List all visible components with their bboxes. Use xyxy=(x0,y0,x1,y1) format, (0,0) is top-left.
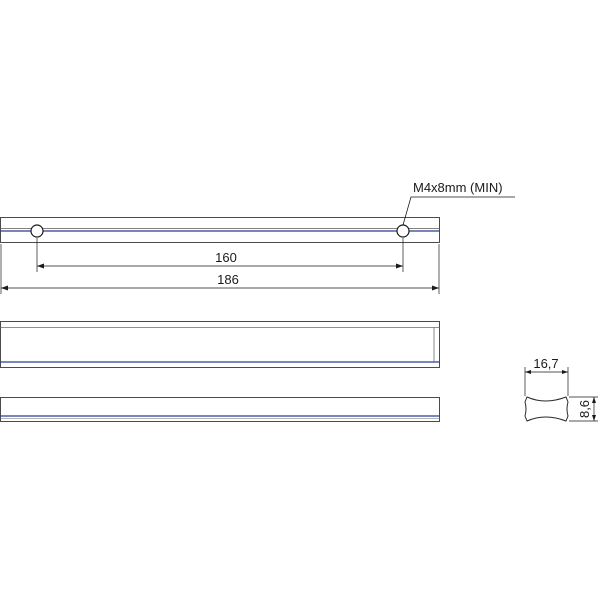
hole-spec-label: M4x8mm (MIN) xyxy=(413,180,503,195)
arrow-left-profile-width xyxy=(525,370,531,374)
arrow-right-160 xyxy=(396,263,403,269)
top-view: M4x8mm (MIN) xyxy=(0,180,515,243)
arrow-left-186 xyxy=(1,285,8,291)
arrow-top-profile-height xyxy=(592,397,596,403)
arrow-right-186 xyxy=(432,285,439,291)
arrow-bottom-profile-height xyxy=(592,415,596,421)
profile-width-label: 16,7 xyxy=(533,356,558,371)
top-view-body xyxy=(0,217,440,243)
bottom-view xyxy=(0,397,440,422)
dimension-hole-spacing: 160 xyxy=(36,238,404,272)
profile-height-label: 8,6 xyxy=(577,400,592,418)
hole-spec-leader xyxy=(402,196,515,226)
dimension-overall-length: 186 xyxy=(0,244,440,294)
bottom-view-body xyxy=(0,397,440,422)
profile-view: 16,7 8,6 xyxy=(524,356,598,422)
hole-spacing-label: 160 xyxy=(215,250,237,265)
mount-hole-left xyxy=(30,224,44,238)
front-view xyxy=(0,321,440,368)
arrow-left-160 xyxy=(37,263,44,269)
mount-hole-right xyxy=(396,224,410,238)
profile-outline xyxy=(524,396,569,422)
front-view-body xyxy=(0,321,440,368)
overall-length-label: 186 xyxy=(217,272,239,287)
arrow-right-profile-width xyxy=(562,370,568,374)
